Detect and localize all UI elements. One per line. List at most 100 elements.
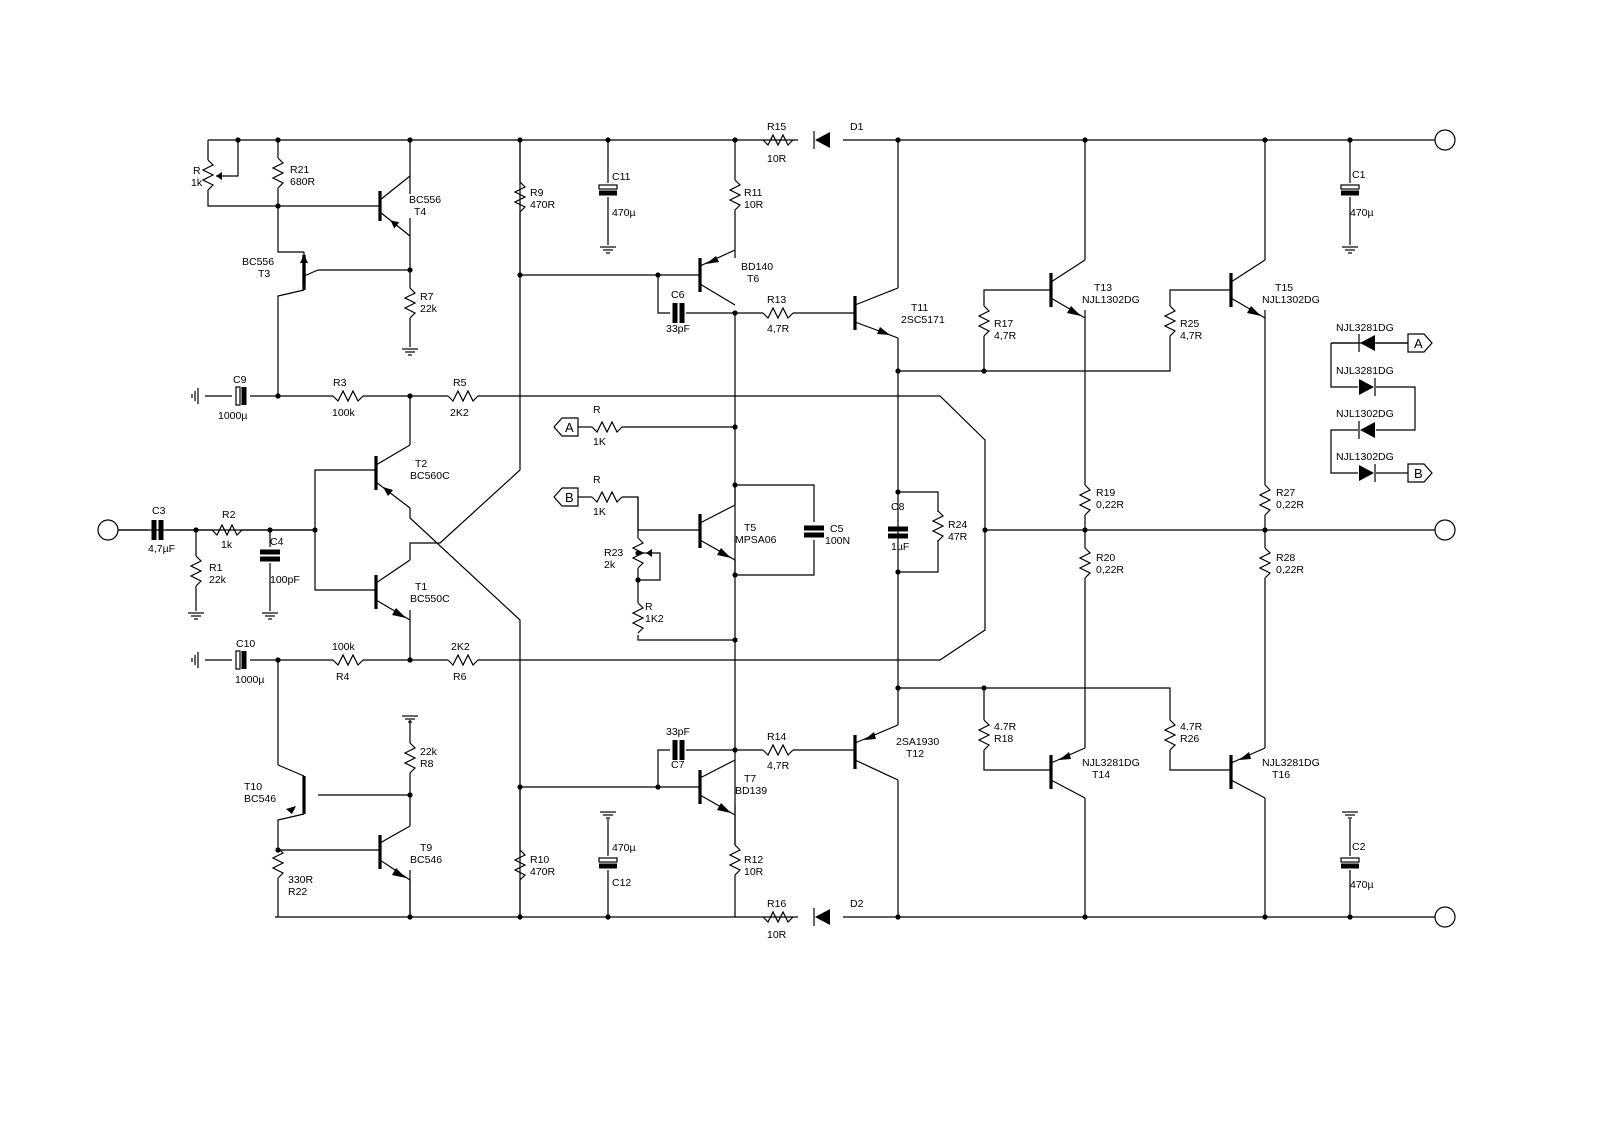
label-legend-d3: NJL1302DG (1336, 408, 1394, 420)
label-t4: T4 (414, 206, 426, 218)
wire (409, 508, 521, 917)
label-r1-v: 22k (209, 574, 227, 586)
label-r-pot-v: 1k (191, 177, 203, 189)
resistor-r26 (1163, 719, 1177, 751)
junction-dot (732, 747, 738, 753)
transistor-t14-collector (1050, 779, 1086, 799)
resistor-r14 (762, 743, 794, 757)
label-r9: R9 (530, 187, 544, 199)
pot-wiper-arrow (216, 172, 222, 180)
label-c10: C10 (236, 638, 255, 650)
tag-a-right (1407, 333, 1433, 353)
label-r23: R23 (604, 547, 623, 559)
transistor-t16-collector (1230, 779, 1266, 799)
label-r19: R19 (1096, 487, 1115, 499)
resistor-r19 (1078, 484, 1092, 516)
resistor-r27 (1258, 484, 1272, 516)
capacitor-c12 (598, 857, 618, 869)
resistor-r-b (591, 490, 623, 504)
wire (898, 540, 939, 573)
transistor-t9-arrow (392, 868, 406, 878)
junction-dot (732, 310, 738, 316)
label-r22: R22 (288, 886, 307, 898)
wire (1376, 386, 1416, 431)
resistor-r7 (403, 287, 417, 319)
wire (478, 395, 986, 661)
capacitor-c4 (260, 549, 280, 562)
transistor-t15-collector (1230, 259, 1266, 283)
label-t11: T11 (911, 302, 928, 314)
capacitor-c8 (888, 526, 908, 539)
transistor-t15-arrow (1247, 306, 1261, 316)
transistor-t11-emitter (854, 321, 899, 339)
label-c2-v: 470µ (1350, 879, 1374, 891)
label-r20-v: 0,22R (1096, 564, 1124, 576)
resistor-r15 (762, 133, 794, 147)
tag-a-left (553, 417, 579, 437)
junction-dot (895, 137, 901, 143)
label-c5-v: 100N (825, 535, 850, 547)
label-rb: R (593, 474, 601, 486)
junction-dot (517, 272, 523, 278)
label-r21: R21 (290, 164, 309, 176)
label-r25-v: 4,7R (1180, 330, 1203, 342)
label-c3: C3 (152, 505, 166, 517)
label-t16: T16 (1272, 769, 1290, 781)
label-legend-d4: NJL1302DG (1336, 451, 1394, 463)
wire (983, 289, 1051, 306)
label-t15-type: NJL1302DG (1262, 294, 1320, 306)
label-t14: T14 (1092, 769, 1110, 781)
junction-dot (517, 784, 523, 790)
junction-dot (407, 657, 413, 663)
resistor-r18 (977, 719, 991, 751)
negative-supply-terminal (1434, 906, 1456, 928)
label-r24-v: 47R (948, 531, 968, 543)
label-c9-v: 1000µ (218, 410, 247, 422)
label-c9: C9 (233, 374, 247, 386)
junction-dot (267, 527, 273, 533)
transistor-t16-arrow (1239, 752, 1251, 760)
resistor-r20 (1078, 547, 1092, 579)
label-r2-v: 1k (221, 539, 233, 551)
resistor-r28 (1258, 547, 1272, 579)
label-r26: R26 (1180, 733, 1199, 745)
wire (637, 635, 735, 641)
ground-symbol (191, 652, 199, 668)
label-t14-type: NJL3281DG (1082, 757, 1140, 769)
label-r28-v: 0,22R (1276, 564, 1304, 576)
label-t1-type: BC550C (410, 593, 450, 605)
label-rb-v: 1K (593, 506, 606, 518)
label-c4: C4 (270, 536, 284, 548)
ground-c12 (600, 811, 616, 819)
label-t12-type: 2SA1930 (896, 736, 939, 748)
label-c1: C1 (1352, 169, 1366, 181)
transistor-t13-collector (1050, 259, 1086, 283)
resistor-r9 (513, 181, 527, 213)
label-r4: R4 (336, 671, 350, 683)
wire (277, 764, 305, 777)
label-rc: R (645, 601, 653, 613)
resistor-r21 (271, 157, 285, 189)
label-r15-v: 10R (767, 153, 787, 165)
wire (735, 540, 815, 576)
label-t7-type: BD139 (735, 785, 767, 797)
resistor-r16 (762, 910, 794, 924)
label-r7-v: 22k (420, 303, 438, 315)
transistor-t5-collector (699, 504, 736, 524)
junction-dot (1262, 527, 1268, 533)
label-r26-v: 4.7R (1180, 721, 1203, 733)
wire (735, 484, 815, 522)
resistor-r6 (447, 653, 479, 667)
capacitor-c10 (235, 650, 247, 670)
label-tag-b: B (1414, 466, 1423, 481)
tag-b-left (553, 487, 579, 507)
junction-dot (1082, 137, 1088, 143)
label-r16-v: 10R (767, 929, 787, 941)
ground-c4 (262, 612, 278, 620)
label-d2: D2 (850, 898, 864, 910)
label-r7: R7 (420, 291, 434, 303)
wire (314, 530, 376, 591)
label-r4-v: 100k (332, 641, 356, 653)
junction-dot (407, 137, 413, 143)
transistor-t6-collector (699, 283, 736, 306)
